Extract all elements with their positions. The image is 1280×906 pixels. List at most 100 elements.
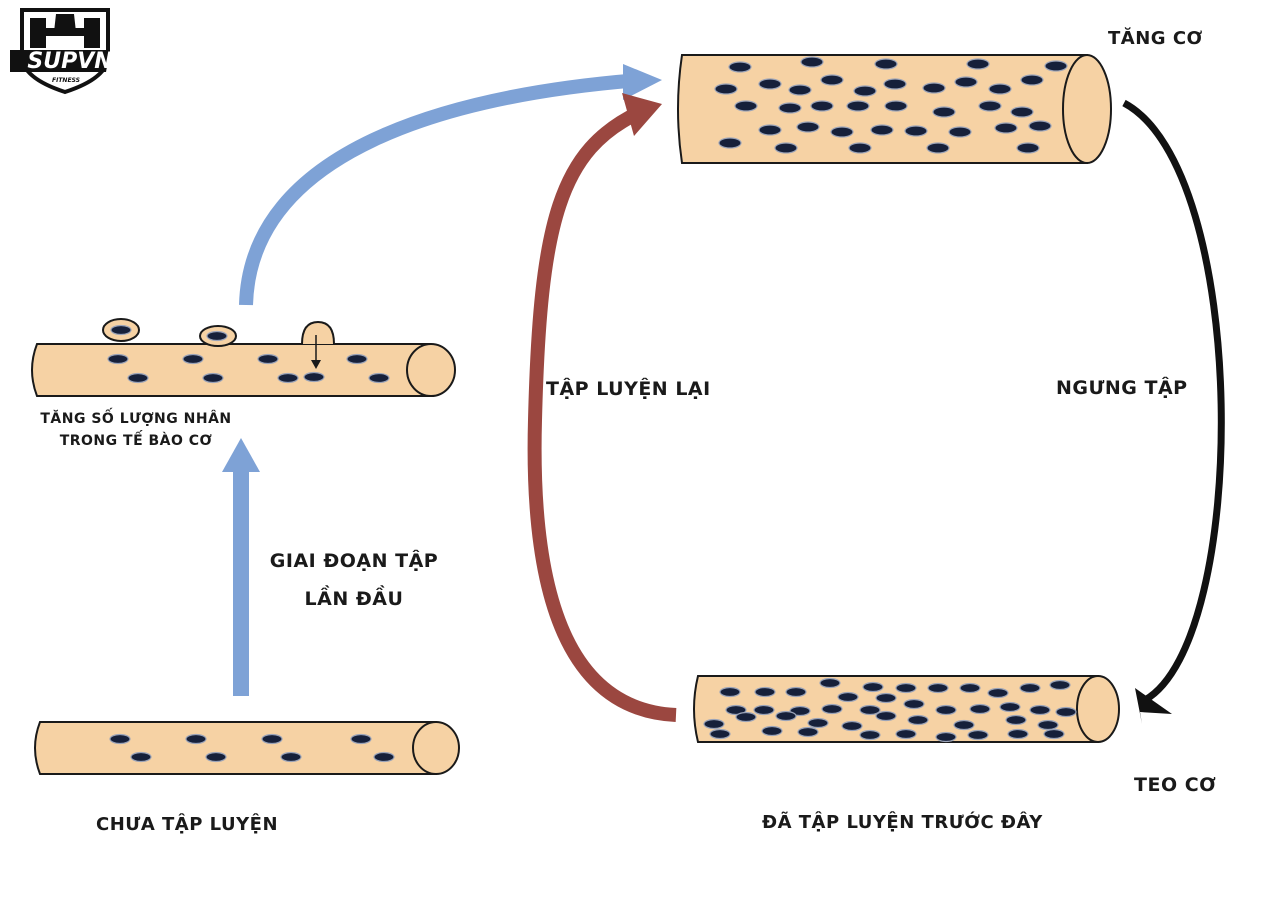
label-first-training-line2: LẦN ĐẦU	[304, 588, 404, 610]
label-untrained: CHƯA TẬP LUYỆN	[96, 814, 279, 835]
arrow-to-growth	[239, 64, 662, 306]
nucleus	[810, 100, 834, 112]
label-stop-training: NGƯNG TẬP	[1056, 377, 1188, 399]
nucleus	[895, 682, 917, 694]
nucleus	[277, 372, 299, 384]
muscle-fiber-nuclei-increase	[31, 318, 456, 397]
nucleus	[904, 125, 928, 137]
nucleus	[1005, 714, 1027, 726]
nucleus	[725, 704, 747, 716]
nucleus	[261, 733, 283, 745]
nucleus	[703, 718, 725, 730]
nucleus	[926, 142, 950, 154]
nucleus	[788, 84, 812, 96]
nucleus	[718, 137, 742, 149]
nucleus	[935, 731, 957, 743]
nucleus	[257, 353, 279, 365]
nucleus	[205, 751, 227, 763]
nucleus	[875, 692, 897, 704]
nucleus	[1044, 60, 1068, 72]
nucleus	[775, 710, 797, 722]
arrow-retraining	[527, 93, 677, 722]
nucleus	[927, 682, 949, 694]
nucleus	[907, 714, 929, 726]
nucleus	[883, 78, 907, 90]
nucleus	[206, 330, 228, 342]
nucleus	[1043, 728, 1065, 740]
nucleus	[999, 701, 1021, 713]
label-retraining: TẬP LUYỆN LẠI	[546, 378, 711, 400]
nucleus	[1019, 682, 1041, 694]
label-first-training-line1: GIAI ĐOẠN TẬP	[269, 550, 439, 572]
label-first-training: GIAI ĐOẠN TẬP LẦN ĐẦU	[250, 542, 458, 618]
nucleus	[109, 733, 131, 745]
nucleus	[130, 751, 152, 763]
label-muscle-growth: TĂNG CƠ	[1108, 28, 1203, 49]
nucleus	[935, 704, 957, 716]
nucleus	[280, 751, 302, 763]
muscle-fiber-untrained	[34, 721, 460, 775]
nucleus	[988, 83, 1012, 95]
nucleus	[785, 686, 807, 698]
nucleus	[1010, 106, 1034, 118]
nucleus	[368, 372, 390, 384]
nucleus	[830, 126, 854, 138]
label-nuclei-increase-line2: TRONG TẾ BÀO CƠ	[59, 433, 213, 449]
nucleus	[346, 353, 368, 365]
nucleus	[987, 687, 1009, 699]
nucleus	[735, 711, 757, 723]
nucleus	[761, 725, 783, 737]
nucleus	[127, 372, 149, 384]
nucleus	[959, 682, 981, 694]
nucleus	[978, 100, 1002, 112]
nucleus	[922, 82, 946, 94]
nucleus	[875, 710, 897, 722]
nucleus	[848, 142, 872, 154]
nucleus	[1028, 120, 1052, 132]
nucleus	[753, 704, 775, 716]
nucleus	[853, 85, 877, 97]
nucleus	[728, 61, 752, 73]
nucleus	[303, 371, 325, 383]
nucleus	[1037, 719, 1059, 731]
nucleus	[859, 704, 881, 716]
nucleus	[373, 751, 395, 763]
nucleus	[110, 324, 132, 336]
supvn-logo: SUPVN FITNESS	[10, 8, 113, 95]
nucleus	[837, 691, 859, 703]
nucleus	[778, 102, 802, 114]
nucleus	[859, 729, 881, 741]
logo-text: SUPVN	[27, 49, 112, 74]
nucleus	[754, 686, 776, 698]
nucleus	[182, 353, 204, 365]
nucleus	[719, 686, 741, 698]
nucleus	[969, 703, 991, 715]
nucleus	[774, 142, 798, 154]
arrow-first-training	[222, 438, 260, 696]
nucleus	[709, 728, 731, 740]
nucleus	[734, 100, 758, 112]
nucleus	[1007, 728, 1029, 740]
nucleus	[948, 126, 972, 138]
nucleus	[758, 78, 782, 90]
nucleus	[820, 74, 844, 86]
muscle-fiber-growth	[677, 54, 1112, 164]
nucleus	[1020, 74, 1044, 86]
nucleus	[185, 733, 207, 745]
nucleus	[350, 733, 372, 745]
nucleus	[1055, 706, 1077, 718]
nucleus	[994, 122, 1018, 134]
nucleus	[107, 353, 129, 365]
nucleus	[807, 717, 829, 729]
nucleus	[796, 121, 820, 133]
label-nuclei-increase: TĂNG SỐ LƯỢNG NHÂN TRONG TẾ BÀO CƠ	[28, 408, 244, 452]
nucleus	[874, 58, 898, 70]
nucleus	[819, 677, 841, 689]
arrow-stop-training	[1122, 99, 1225, 724]
nucleus	[870, 124, 894, 136]
nucleus	[895, 728, 917, 740]
nucleus	[800, 56, 824, 68]
nucleus	[862, 681, 884, 693]
nucleus	[967, 729, 989, 741]
nucleus	[932, 106, 956, 118]
